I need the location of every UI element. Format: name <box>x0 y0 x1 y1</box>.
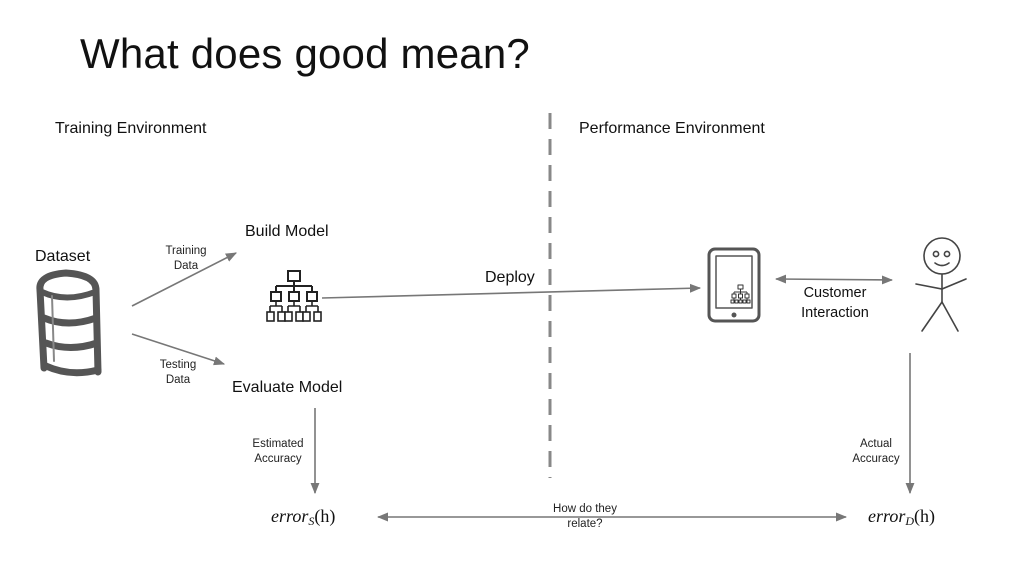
build-model-label: Build Model <box>245 223 329 240</box>
page-title: What does good mean? <box>80 30 530 77</box>
error-d-formula: errorD(h) <box>868 506 936 528</box>
training-environment-label: Training Environment <box>55 120 207 137</box>
deploy-label: Deploy <box>485 269 535 286</box>
customer-stick-figure-icon <box>915 237 967 332</box>
dataset-label: Dataset <box>35 248 91 265</box>
error-s-formula: errorS(h) <box>271 506 336 528</box>
performance-environment-label: Performance Environment <box>579 120 765 137</box>
dataset-icon <box>36 269 102 377</box>
tablet-icon <box>707 247 761 323</box>
training-data-arrow <box>131 252 237 307</box>
customer-interaction-arrow <box>774 274 894 285</box>
deploy-arrow <box>321 283 702 299</box>
evaluate-model-label: Evaluate Model <box>232 379 343 396</box>
testing-data-arrow <box>131 333 226 366</box>
model-hierarchy-icon <box>266 270 322 322</box>
